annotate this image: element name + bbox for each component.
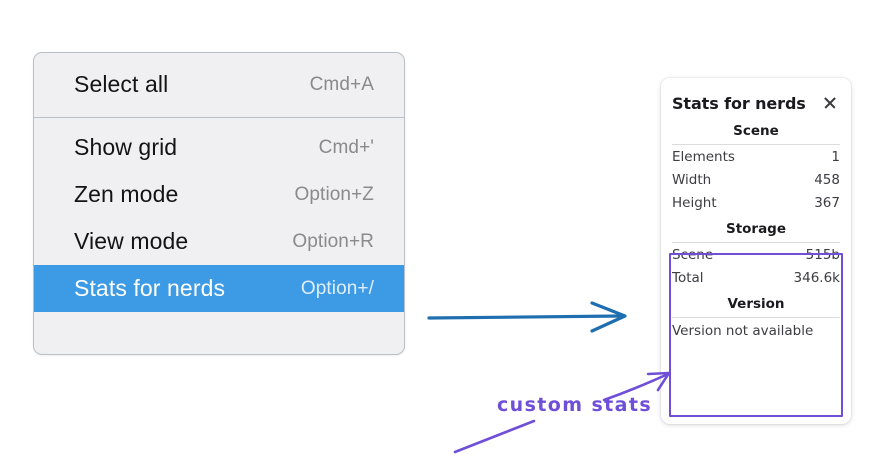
menu-item-shortcut: Option+Z — [294, 183, 374, 205]
menu-item-shortcut: Option+/ — [300, 277, 374, 299]
stats-panel-title: Stats for nerds — [672, 93, 806, 113]
stat-value: 346.6k — [793, 270, 840, 286]
stat-row-scene-storage: Scene 515b — [670, 243, 842, 266]
menu-item-shortcut: Option+R — [292, 230, 374, 252]
stats-for-nerds-panel[interactable]: Stats for nerds Scene Elements 1 Width 4… — [661, 78, 851, 424]
stat-label: Width — [672, 172, 712, 188]
purple-arrow-icon — [602, 371, 671, 402]
menu-group-1: Select all Cmd+A — [34, 53, 404, 117]
stats-panel-header: Stats for nerds — [670, 88, 842, 116]
purple-underline-stroke — [453, 419, 536, 454]
menu-item-label: Zen mode — [74, 181, 179, 207]
menu-item-shortcut: Cmd+' — [318, 136, 374, 158]
stats-section-storage: Storage Scene 515b Total 346.6k — [670, 214, 842, 289]
stat-value: 515b — [805, 247, 840, 263]
section-heading-version: Version — [727, 296, 785, 312]
section-rule — [672, 317, 840, 318]
stats-section-version: Version Version not available — [670, 289, 842, 342]
menu-item-label: Stats for nerds — [74, 275, 226, 301]
menu-item-stats-for-nerds[interactable]: Stats for nerds Option+/ — [34, 265, 404, 312]
stat-label: Elements — [672, 149, 735, 165]
section-rule — [672, 144, 840, 145]
section-heading-storage: Storage — [725, 221, 787, 237]
stat-row-height: Height 367 — [670, 191, 842, 214]
menu-item-show-grid[interactable]: Show grid Cmd+' — [34, 124, 404, 171]
stat-label: Height — [672, 195, 717, 211]
menu-item-select-all[interactable]: Select all Cmd+A — [34, 61, 404, 108]
stat-label: Total — [672, 270, 704, 286]
menu-item-zen-mode[interactable]: Zen mode Option+Z — [34, 171, 404, 218]
menu-item-label: View mode — [74, 228, 189, 254]
context-menu[interactable]: Select all Cmd+A Show grid Cmd+' Zen mod… — [33, 52, 405, 355]
stat-row-elements: Elements 1 — [670, 145, 842, 168]
section-rule — [672, 242, 840, 243]
stat-row-version-text: Version not available — [672, 323, 814, 339]
menu-item-label: Show grid — [74, 134, 178, 160]
menu-item-label: Select all — [74, 71, 169, 97]
menu-separator — [34, 117, 404, 118]
section-heading-scene: Scene — [733, 123, 779, 139]
menu-item-view-mode[interactable]: View mode Option+R — [34, 218, 404, 265]
stat-label: Scene — [672, 247, 714, 263]
close-icon[interactable] — [822, 95, 838, 111]
stat-value: 458 — [814, 172, 840, 188]
custom-stats-annotation-label: custom stats — [497, 394, 653, 416]
stat-row-total-storage: Total 346.6k — [670, 266, 842, 289]
blue-arrow-icon — [427, 301, 627, 333]
stat-row-width: Width 458 — [670, 168, 842, 191]
menu-group-2: Show grid Cmd+' Zen mode Option+Z View m… — [34, 118, 404, 318]
stat-value: 1 — [831, 149, 840, 165]
menu-item-shortcut: Cmd+A — [309, 73, 374, 95]
stats-section-scene: Scene Elements 1 Width 458 Height 367 — [670, 116, 842, 214]
stat-value: 367 — [814, 195, 840, 211]
